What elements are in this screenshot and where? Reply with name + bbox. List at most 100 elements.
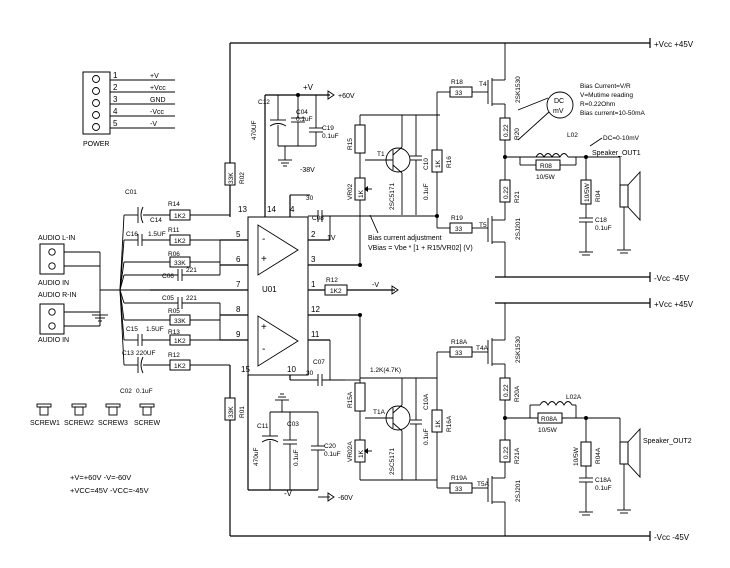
r08-label: R08 [540, 163, 552, 170]
c10-label: C10 [423, 158, 430, 170]
bias-r-note: R=0.22Ohm [580, 101, 615, 108]
r16-label: R16 [446, 156, 453, 168]
c08-value: 30 [306, 195, 314, 202]
screw-3-icon [105, 403, 121, 416]
t4a-value: 2SK1530 [515, 336, 522, 363]
r20a-label: R20A [514, 385, 521, 402]
v-neg-value: -60V [338, 495, 353, 502]
r21a-label: R21A [514, 447, 521, 464]
vr02-value: 1K [358, 189, 365, 198]
pin-1: 1 [311, 280, 316, 289]
r02: 33K R02 [224, 162, 246, 186]
r01-value: 33K [228, 406, 235, 418]
r08a-value: 10/5W [538, 427, 558, 434]
input-wiring [64, 214, 150, 366]
power-connector: 1 2 3 4 5 +V +Vcc GND -Vcc -V POWER [82, 71, 175, 148]
c03-label: C03 [287, 421, 299, 428]
pin-label: GND [150, 97, 166, 104]
r18a-value: 33 [455, 350, 463, 357]
c04-label: C04 [296, 109, 308, 116]
bottom-output-stage: 33 R18A T4A 2SK1530 0.22 R20A 0.22 R21A … [437, 303, 692, 536]
r08a-label: R08A [541, 416, 558, 423]
c07-label: C07 [313, 359, 325, 366]
c07-feedback: 30 C07 [290, 340, 345, 386]
power-connector-title: POWER [83, 141, 109, 148]
screw-label: SCREW1 [30, 420, 60, 427]
r01-label: R01 [239, 406, 246, 418]
c02-value: 0.1uF [136, 388, 153, 395]
r11-value: 1K2 [174, 238, 186, 245]
r04-value: 10/5W [584, 182, 591, 202]
dc-note: DC=0-10mV [603, 135, 640, 142]
supply-rails: +Vcc +45V -Vcc -45V +Vcc +45V -Vcc -45V [229, 38, 694, 542]
top-input-components: C01 C14 1K2 R14 C16 1.5UF 1K2 R11 R06 33… [124, 189, 230, 281]
pin-5: 5 [236, 230, 241, 239]
pin-label: +V [150, 73, 159, 80]
pin-9: 9 [236, 330, 241, 339]
pin-3: 3 [311, 255, 316, 264]
r18-value: 33 [455, 90, 463, 97]
bottom-bias-network: 1.2K(4.7K) R15A 1K VR02A T1A 2SC5171 C10… [345, 313, 453, 488]
v-pos-value: +60V [338, 93, 355, 100]
c15-value: 1.5UF [146, 326, 164, 333]
c13-label: C13 [122, 350, 134, 357]
top-decoupling: +60V +V C12 470UF C04 0.1uF C19 0.1uF -3… [251, 83, 355, 174]
r12-pin1: 1K2 R12 -V [324, 277, 399, 296]
speaker-out1-label: Speaker_OUT1 [592, 150, 641, 157]
l02-label: L02 [567, 132, 578, 139]
screw-label: SCREW3 [98, 420, 128, 427]
speaker-1-body [619, 184, 629, 208]
c18a-value: 0.1uF [595, 485, 612, 492]
r19a-label: R19A [451, 475, 468, 482]
rail-label: +Vcc +45V [654, 40, 694, 49]
input-left: AUDIO L-IN AUDIO IN [38, 235, 75, 287]
bias-formula-note: VBias = Vbe * [1 + R15/VR02] (V) [368, 245, 473, 252]
screw-1-icon [36, 403, 52, 416]
r18a-label: R18A [451, 339, 468, 346]
ic-u01: - + + - U01 13 14 4 5 2 6 3 7 8 12 9 11 … [150, 95, 395, 376]
r02-value: 33K [228, 172, 235, 184]
top-bias-network: R15 1K VR02 T1 2SC5171 C10 0.1uF 1K R16 … [345, 92, 473, 267]
bias-v-note: V=Mutime reading [580, 92, 633, 99]
audio-in-label: AUDIO IN [38, 280, 69, 287]
t4-label: T4 [479, 81, 487, 88]
l02a-label: L02A [566, 394, 582, 401]
c05-value: 221 [186, 295, 197, 302]
pin-8: 8 [236, 305, 241, 314]
r02-label: R02 [239, 172, 246, 184]
bias-range-note: Bias current=10-50mA [580, 110, 646, 117]
v-pos-label: +V [303, 83, 314, 92]
screw-label: SCREW2 [64, 420, 94, 427]
c16-value: 1.5UF [148, 231, 166, 238]
rail-label: -Vcc -45V [654, 533, 690, 542]
t1a-label: T1A [373, 409, 386, 416]
pin-15: 15 [241, 365, 250, 374]
r12-value: 1K2 [174, 363, 186, 370]
r16a-value: 1K [435, 419, 442, 428]
r16a-label: R16A [446, 415, 453, 432]
r05-value: 33K [174, 318, 186, 325]
pin-11: 11 [311, 330, 320, 339]
r05-label: R05 [168, 308, 180, 315]
r20-value: 0.22 [503, 124, 510, 137]
screw-2-icon [71, 403, 87, 416]
r14-label: R14 [168, 201, 180, 208]
t4-value: 2SK1530 [515, 76, 522, 103]
t5a-value: 2SJ201 [515, 480, 522, 502]
supply-legend-line1: +V=+60V -V=-60V [70, 473, 131, 482]
c11-label: C11 [257, 423, 269, 430]
c14-label: C14 [150, 217, 162, 224]
c12-label: C12 [258, 99, 270, 106]
speaker-2-body [619, 441, 629, 465]
pin-label: +Vcc [150, 85, 166, 92]
c15-label: C15 [126, 326, 138, 333]
c08-feedback: 30 C08 1V [290, 194, 345, 242]
audio-in-label: AUDIO IN [38, 337, 69, 344]
opamp-minus: - [262, 344, 265, 355]
screws: SCREW1 SCREW2 SCREW3 SCREW [30, 403, 160, 427]
t5-value: 2SJ201 [515, 218, 522, 240]
r13-value: 1K2 [174, 338, 186, 345]
c03-value: 0.1uF [293, 449, 300, 466]
r04a-label: R04A [595, 447, 602, 464]
pin-13: 13 [238, 205, 247, 214]
